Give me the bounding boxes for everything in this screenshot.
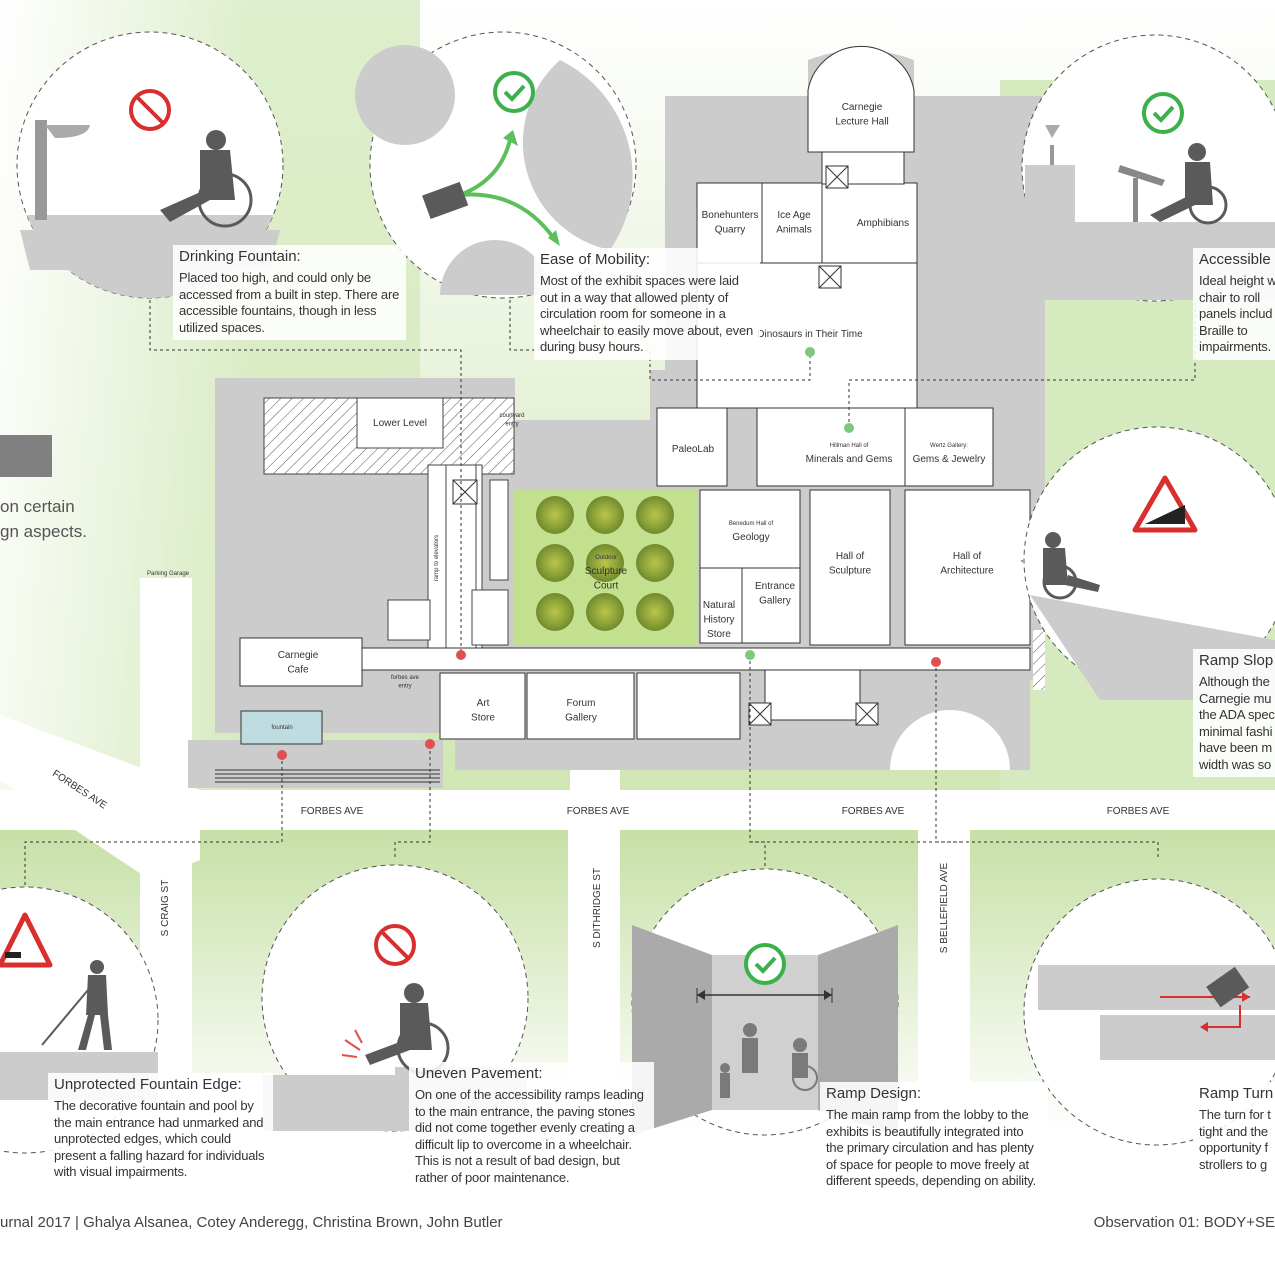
intro-text: on certain gn aspects. bbox=[0, 494, 87, 544]
label-line: Sculpture bbox=[585, 566, 628, 577]
label-forbes-entry: forbes ave entry bbox=[391, 675, 420, 690]
street-forbes-1: FORBES AVE bbox=[301, 806, 364, 817]
note-text: Most of the exhibit spaces were laid out… bbox=[540, 273, 754, 354]
label-line: Entrance bbox=[755, 581, 795, 592]
note-text: Ideal height w a chair to roll panels in… bbox=[1199, 273, 1275, 354]
label-line: Hall of bbox=[953, 551, 982, 562]
label-line: entry bbox=[505, 422, 518, 428]
label-wertz: Gems & Jewelry bbox=[913, 454, 986, 465]
note-accessible: Accessible Ideal height w a chair to rol… bbox=[1193, 248, 1275, 360]
label-geology: Geology bbox=[732, 532, 769, 543]
street-dithridge: S DITHRIDGE ST bbox=[592, 868, 603, 948]
footer-section-title: Observation 01: BODY+SE bbox=[1093, 1214, 1275, 1231]
label-line: Carnegie bbox=[278, 650, 319, 661]
intro-line-2: gn aspects. bbox=[0, 522, 87, 541]
note-text: The decorative fountain and pool by the … bbox=[54, 1098, 265, 1179]
label-geology-small: Benedum Hall of bbox=[729, 521, 774, 527]
note-title: Ease of Mobility: bbox=[540, 251, 651, 268]
label-line: Sculpture bbox=[829, 566, 872, 577]
observation-markers bbox=[277, 347, 941, 760]
street-craig: S CRAIG ST bbox=[160, 880, 171, 937]
note-text: Placed too high, and could only be acces… bbox=[179, 270, 400, 335]
label-line: Court bbox=[594, 581, 619, 592]
label-line: Carnegie bbox=[842, 102, 883, 113]
label-ramp-elevators: ramp to elevators bbox=[434, 535, 440, 581]
note-drinking-fountain: Drinking Fountain: Placed too high, and … bbox=[173, 245, 406, 340]
note-title: Unprotected Fountain Edge: bbox=[54, 1076, 242, 1093]
footer-credits: urnal 2017 | Ghalya Alsanea, Cotey Ander… bbox=[0, 1214, 503, 1231]
label-line: entry bbox=[398, 684, 411, 690]
label-hall-of-sculpture: Hall of Sculpture bbox=[829, 551, 872, 577]
section-marker-block bbox=[0, 435, 52, 477]
label-minerals: Minerals and Gems bbox=[806, 454, 893, 465]
label-paleolab: PaleoLab bbox=[672, 444, 715, 455]
note-title: Accessible bbox=[1199, 251, 1271, 268]
label-line: Natural bbox=[703, 600, 735, 611]
street-bellefield: S BELLEFIELD AVE bbox=[939, 862, 950, 953]
label-fountain: fountain bbox=[271, 725, 292, 731]
label-wertz-small: Wertz Gallery: bbox=[930, 443, 968, 449]
label-hall-of-architecture: Hall of Architecture bbox=[940, 551, 994, 577]
label-courtyard-entry: courtyard entry bbox=[499, 413, 524, 428]
note-ramp-turn: Ramp Turn The turn for t tight and the o… bbox=[1193, 1082, 1275, 1177]
note-title: Uneven Pavement: bbox=[415, 1065, 543, 1082]
fountain-pool bbox=[240, 710, 323, 745]
label-line: Gallery bbox=[759, 596, 791, 607]
label-line: forbes ave bbox=[391, 675, 420, 681]
label-line: Gallery bbox=[565, 713, 597, 724]
label-line: courtyard bbox=[499, 413, 524, 419]
lower-level bbox=[263, 397, 515, 651]
street-forbes-2: FORBES AVE bbox=[567, 806, 630, 817]
label-line: Ice Age bbox=[777, 210, 811, 221]
note-title: Drinking Fountain: bbox=[179, 248, 301, 265]
label-line: Cafe bbox=[287, 665, 309, 676]
trees bbox=[536, 496, 674, 631]
label-amphibians: Amphibians bbox=[857, 218, 909, 229]
label-dinosaurs: Dinosaurs in Their Time bbox=[757, 329, 863, 340]
note-text: The main ramp from the lobby to the exhi… bbox=[826, 1107, 1036, 1188]
note-title: Ramp Turn bbox=[1199, 1085, 1274, 1102]
note-uneven-pavement: Uneven Pavement: On one of the accessibi… bbox=[409, 1062, 654, 1190]
intro-line-1: on certain bbox=[0, 497, 75, 516]
label-line: Art bbox=[477, 698, 490, 709]
label-line: Forum bbox=[567, 698, 596, 709]
elevators bbox=[748, 165, 879, 726]
vignette-ramp-turn bbox=[1023, 878, 1275, 1146]
label-line: Store bbox=[471, 713, 495, 724]
note-ease-of-mobility: Ease of Mobility: Most of the exhibit sp… bbox=[534, 248, 760, 360]
label-line: History bbox=[703, 615, 734, 626]
vignette-mobility bbox=[355, 31, 637, 299]
label-minerals-small: Hillman Hall of bbox=[830, 443, 869, 449]
note-ramp-slope: Ramp Slop Although the Carnegie mu the A… bbox=[1193, 649, 1275, 777]
label-line: Store bbox=[707, 629, 731, 640]
street-forbes-3: FORBES AVE bbox=[842, 806, 905, 817]
label-line: Animals bbox=[776, 225, 812, 236]
note-title: Ramp Design: bbox=[826, 1085, 922, 1102]
label-line: Architecture bbox=[940, 566, 994, 577]
street-forbes-4: FORBES AVE bbox=[1107, 806, 1170, 817]
note-text: Although the Carnegie mu the ADA spec mi… bbox=[1199, 674, 1275, 772]
label-parking-garage: Parking Garage bbox=[147, 571, 190, 577]
note-title: Ramp Slop bbox=[1199, 652, 1274, 669]
label-lower-level: Lower Level bbox=[373, 418, 427, 429]
note-text: The turn for t tight and the opportunity… bbox=[1199, 1107, 1271, 1172]
label-line: Lecture Hall bbox=[835, 117, 888, 128]
label-line: Hall of bbox=[836, 551, 865, 562]
note-unprotected-fountain-edge: Unprotected Fountain Edge: The decorativ… bbox=[48, 1073, 273, 1185]
note-text: On one of the accessibility ramps leadin… bbox=[415, 1087, 644, 1185]
label-line: Bonehunters bbox=[702, 210, 759, 221]
label-sculpture-court-small: Outdoor bbox=[595, 555, 617, 561]
note-ramp-design: Ramp Design: The main ramp from the lobb… bbox=[820, 1082, 1048, 1194]
label-line: Quarry bbox=[715, 225, 746, 236]
